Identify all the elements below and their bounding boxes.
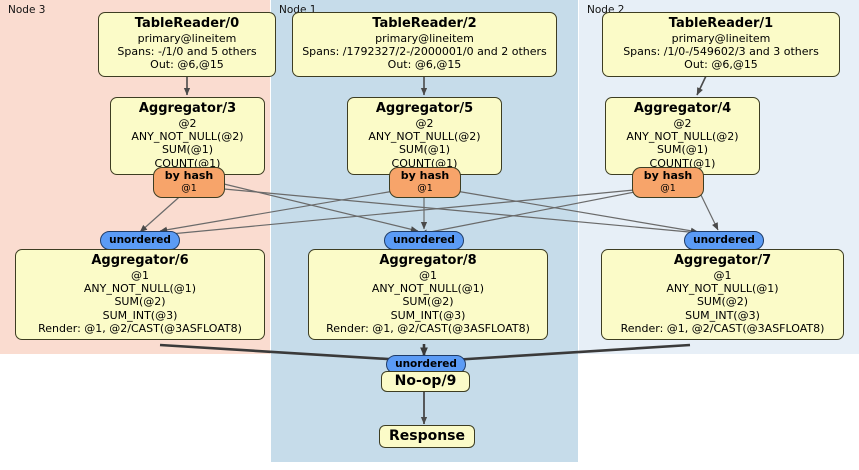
router-by-hash-aggregator-4[interactable]: by hash @1: [632, 167, 704, 198]
synchronizer-label: unordered: [395, 358, 457, 370]
processor-detail-line: primary@lineitem: [671, 32, 771, 45]
router-by-hash-aggregator-3[interactable]: by hash @1: [153, 167, 225, 198]
processor-title: TableReader/1: [668, 16, 774, 31]
processor-table-reader-2[interactable]: TableReader/2 primary@lineitem Spans: /1…: [292, 12, 557, 77]
processor-detail-line: SUM(@1): [656, 143, 709, 157]
processor-title: TableReader/0: [134, 16, 240, 31]
processor-detail-line: SUM(@2): [402, 295, 454, 309]
processor-detail-line: ANY_NOT_NULL(@2): [626, 130, 739, 144]
synchronizer-label: unordered: [693, 234, 755, 246]
processor-detail-line: @1: [419, 269, 437, 282]
processor-detail-line: @2: [673, 117, 692, 130]
router-by-hash-aggregator-5[interactable]: by hash @1: [389, 167, 461, 198]
processor-title: Aggregator/7: [673, 253, 772, 268]
router-sublabel: @1: [417, 182, 433, 194]
processor-detail-line: SUM_INT(@3): [685, 308, 760, 322]
processor-title: No-op/9: [394, 373, 457, 389]
processor-detail-line: @1: [713, 269, 732, 282]
synchronizer-label: unordered: [109, 234, 171, 246]
processor-detail-line: COUNT(@1): [649, 156, 716, 170]
synchronizer-unordered-aggregator-6[interactable]: unordered: [100, 231, 180, 250]
processor-aggregator-8[interactable]: Aggregator/8 @1 ANY_NOT_NULL(@1) SUM(@2)…: [308, 249, 548, 341]
synchronizer-unordered-aggregator-7[interactable]: unordered: [684, 231, 764, 250]
synchronizer-unordered-aggregator-8[interactable]: unordered: [384, 231, 464, 250]
processor-detail-line: Spans: -/1/0 and 5 others: [117, 45, 257, 59]
processor-aggregator-5[interactable]: Aggregator/5 @2 ANY_NOT_NULL(@2) SUM(@1)…: [347, 97, 502, 175]
router-sublabel: @1: [181, 182, 197, 194]
processor-title: Aggregator/8: [379, 253, 477, 268]
router-label: by hash: [643, 169, 693, 182]
processor-detail-line: ANY_NOT_NULL(@1): [83, 282, 197, 296]
processor-detail-line: Render: @1, @2/CAST(@3ASFLOAT8): [326, 321, 530, 335]
processor-title: Aggregator/6: [91, 253, 189, 268]
processor-detail-line: @2: [178, 117, 197, 130]
processor-aggregator-4[interactable]: Aggregator/4 @2 ANY_NOT_NULL(@2) SUM(@1)…: [605, 97, 760, 175]
processor-detail-line: @2: [415, 117, 434, 130]
node-panel-label-node3: Node 3: [8, 4, 46, 16]
processor-title: Response: [388, 428, 466, 444]
processor-detail-line: Render: @1, @2/CAST(@3ASFLOAT8): [620, 321, 825, 335]
processor-detail-line: ANY_NOT_NULL(@2): [131, 130, 244, 144]
processor-detail-line: COUNT(@1): [154, 156, 221, 170]
processor-title: TableReader/2: [372, 16, 477, 31]
processor-detail-line: SUM_INT(@3): [102, 308, 178, 322]
processor-no-op-9[interactable]: No-op/9: [381, 371, 470, 392]
processor-detail-line: Out: @6,@15: [387, 58, 462, 72]
processor-detail-line: ANY_NOT_NULL(@1): [666, 282, 779, 296]
processor-title: Aggregator/5: [375, 101, 474, 116]
processor-detail-line: Out: @6,@15: [150, 58, 224, 72]
processor-detail-line: Out: @6,@15: [684, 58, 758, 72]
router-label: by hash: [400, 169, 450, 182]
processor-title: Aggregator/4: [633, 101, 732, 116]
processor-title: Aggregator/3: [138, 101, 237, 116]
processor-detail-line: primary@lineitem: [137, 32, 237, 45]
processor-response[interactable]: Response: [379, 425, 475, 448]
processor-detail-line: SUM(@2): [696, 295, 749, 309]
processor-detail-line: Render: @1, @2/CAST(@3ASFLOAT8): [38, 321, 242, 335]
processor-detail-line: SUM(@1): [398, 143, 451, 157]
router-label: by hash: [164, 169, 214, 182]
processor-aggregator-6[interactable]: Aggregator/6 @1 ANY_NOT_NULL(@1) SUM(@2)…: [15, 249, 265, 341]
synchronizer-label: unordered: [393, 234, 455, 246]
processor-aggregator-3[interactable]: Aggregator/3 @2 ANY_NOT_NULL(@2) SUM(@1)…: [110, 97, 265, 175]
processor-detail-line: SUM_INT(@3): [390, 308, 466, 322]
synchronizer-unordered-no-op-9[interactable]: unordered: [386, 355, 466, 374]
processor-table-reader-1[interactable]: TableReader/1 primary@lineitem Spans: /1…: [602, 12, 840, 77]
processor-detail-line: SUM(@1): [161, 143, 214, 157]
processor-detail-line: COUNT(@1): [391, 156, 458, 170]
router-sublabel: @1: [660, 182, 676, 194]
processor-detail-line: ANY_NOT_NULL(@2): [368, 130, 481, 144]
processor-aggregator-7[interactable]: Aggregator/7 @1 ANY_NOT_NULL(@1) SUM(@2)…: [601, 249, 844, 341]
processor-detail-line: primary@lineitem: [375, 32, 474, 45]
processor-table-reader-0[interactable]: TableReader/0 primary@lineitem Spans: -/…: [98, 12, 276, 77]
processor-detail-line: SUM(@2): [114, 295, 166, 309]
processor-detail-line: Spans: /1792327/2-/2000001/0 and 2 other…: [302, 45, 547, 59]
processor-detail-line: Spans: /1/0-/549602/3 and 3 others: [623, 45, 819, 59]
processor-detail-line: @1: [131, 269, 149, 282]
processor-detail-line: ANY_NOT_NULL(@1): [371, 282, 485, 296]
